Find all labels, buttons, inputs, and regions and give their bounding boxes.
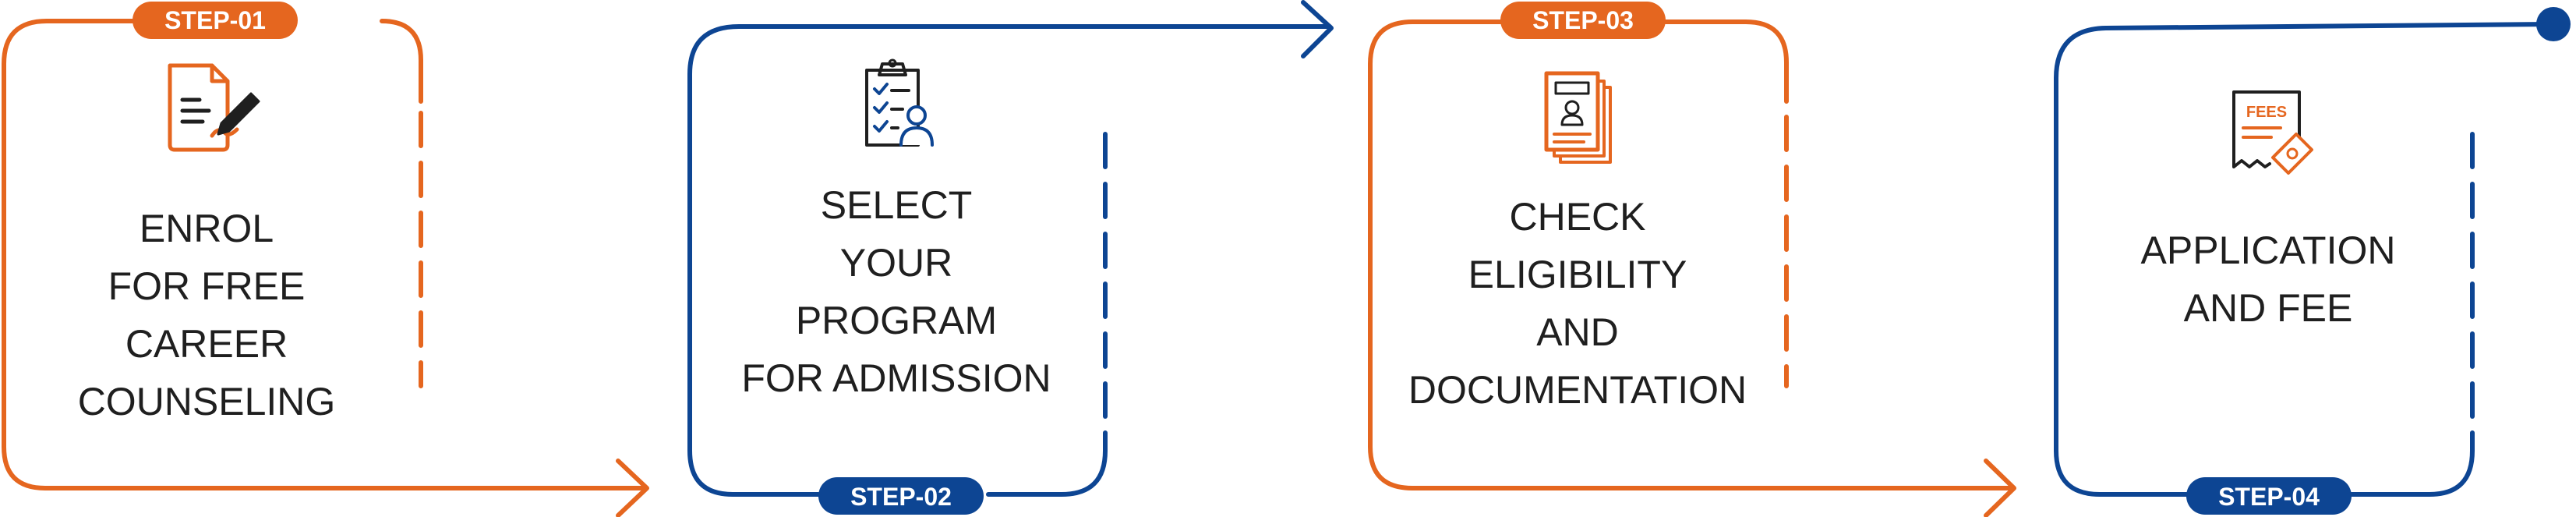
step-4-frame <box>2054 22 2553 497</box>
step-2-line-2: YOUR <box>839 241 953 285</box>
step-3-line-4: DOCUMENTATION <box>1408 368 1747 412</box>
step-1-line-1: ENROL <box>139 207 274 250</box>
step-4-endpoint-dot <box>2536 7 2571 41</box>
step-1-line-2: FOR FREE <box>108 264 306 308</box>
step-3-line-2: ELIGIBILITY <box>1468 253 1687 296</box>
step-4-line-1: APPLICATION <box>2140 228 2396 272</box>
step-3-badge-text: STEP-03 <box>1532 6 1634 34</box>
step-2-label: SELECT YOUR PROGRAM FOR ADMISSION <box>741 176 1051 407</box>
step-1-arrowhead <box>616 459 649 517</box>
id-documents-icon <box>1544 71 1612 164</box>
step-4-label: APPLICATION AND FEE <box>2141 221 2396 337</box>
document-pen-icon <box>168 63 260 152</box>
step-1-label: ENROL FOR FREE CAREER COUNSELING <box>78 200 336 430</box>
step-4-badge-text: STEP-04 <box>2218 483 2320 511</box>
step-2-badge-text: STEP-02 <box>850 483 952 511</box>
step-3-line-1: CHECK <box>1509 195 1646 239</box>
step-3-arrowhead <box>1984 459 2016 517</box>
step-1-line-3: CAREER <box>125 322 288 366</box>
step-4-line-2: AND FEE <box>2183 286 2353 330</box>
step-2-line-1: SELECT <box>820 183 973 227</box>
step-3-frame <box>1368 19 2015 490</box>
step-2-line-3: PROGRAM <box>795 299 998 342</box>
step-2-frame <box>687 24 1332 497</box>
fees-receipt-icon: FEES <box>2232 90 2313 175</box>
step-3-label: CHECK ELIGIBILITY AND DOCUMENTATION <box>1408 188 1747 419</box>
step-3-badge: STEP-03 <box>1500 2 1666 39</box>
step-2-line-4: FOR ADMISSION <box>741 356 1051 400</box>
step-1-badge-text: STEP-01 <box>164 6 266 34</box>
step-2-badge: STEP-02 <box>818 477 984 515</box>
step-1-line-4: COUNSELING <box>77 380 336 423</box>
step-2-arrowhead <box>1301 0 1334 58</box>
step-4-badge: STEP-04 <box>2186 477 2352 515</box>
step-3-line-3: AND <box>1536 310 1619 354</box>
step-1-badge: STEP-01 <box>133 2 298 39</box>
clipboard-checklist-user-icon <box>865 58 934 147</box>
fees-icon-text: FEES <box>2246 104 2287 121</box>
step-1-frame <box>2 19 648 490</box>
